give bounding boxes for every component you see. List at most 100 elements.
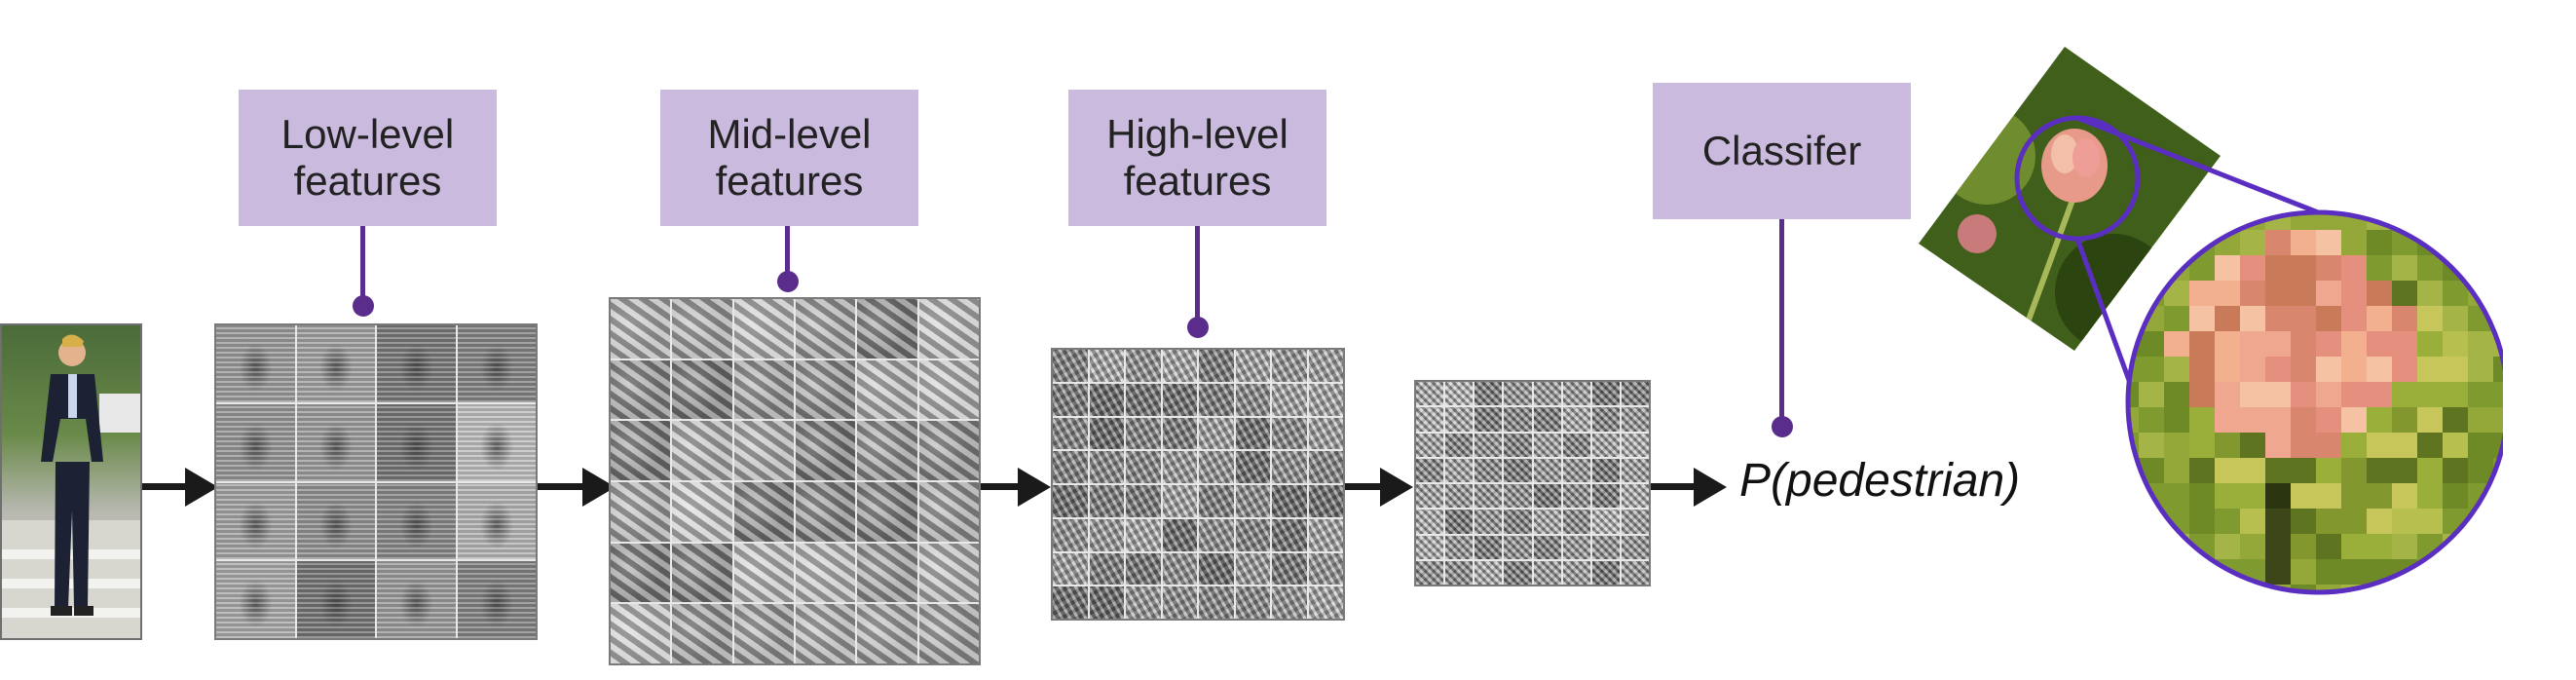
zoom-pixel — [2443, 433, 2468, 458]
zoom-pixel — [2291, 382, 2316, 407]
zoom-pixel — [2316, 585, 2341, 592]
zoom-pixel — [2316, 331, 2341, 357]
feature-cell — [918, 299, 979, 359]
zoom-pixel — [2265, 281, 2291, 306]
feature-cell — [1053, 350, 1088, 382]
zoom-pixel — [2341, 281, 2367, 306]
feature-cell — [1308, 485, 1343, 517]
zoom-pixel — [2265, 255, 2291, 281]
zoom-pixel — [2468, 331, 2493, 357]
zoom-pixel — [2164, 306, 2189, 331]
zoom-pixel — [2128, 407, 2139, 433]
zoom-pixel — [2443, 559, 2468, 585]
feature-cell — [1416, 407, 1444, 432]
feature-cell — [1126, 518, 1161, 551]
zoom-pixel — [2341, 433, 2367, 458]
feature-cell — [1591, 382, 1620, 406]
feature-cell — [857, 604, 917, 663]
zoom-pixel — [2316, 306, 2341, 331]
feature-cell — [1591, 407, 1620, 432]
feature-cell — [1199, 518, 1234, 551]
feature-cell — [1416, 535, 1444, 559]
feature-cell — [1235, 518, 1270, 551]
zoom-pixel — [2240, 509, 2265, 534]
feature-cell — [1308, 586, 1343, 619]
zoom-pixel — [2139, 534, 2164, 559]
zoom-pixel — [2189, 382, 2215, 407]
feature-cell — [1475, 458, 1503, 482]
zoom-pixel — [2468, 407, 2493, 433]
zoom-pixel — [2392, 382, 2417, 407]
arrow-3-head — [1018, 468, 1051, 507]
feature-cell — [1621, 382, 1649, 406]
zoom-pixel — [2341, 534, 2367, 559]
feature-cell — [1199, 417, 1234, 450]
zoom-pixel — [2392, 212, 2417, 230]
feature-cell — [918, 421, 979, 480]
feature-cell — [1533, 433, 1561, 457]
feature-cell — [1235, 552, 1270, 586]
feature-cell — [1504, 433, 1532, 457]
zoom-pixel — [2417, 212, 2443, 230]
feature-cell — [733, 359, 794, 420]
feature-cell — [1162, 552, 1197, 586]
feature-cell — [611, 604, 671, 663]
feature-cell — [857, 482, 917, 542]
zoom-pixel — [2139, 382, 2164, 407]
zoom-pixel — [2341, 331, 2367, 357]
feature-cell — [1416, 560, 1444, 585]
zoom-pixel — [2128, 483, 2139, 509]
zoom-pixel — [2164, 382, 2189, 407]
zoom-pixel — [2417, 331, 2443, 357]
zoom-pixel — [2443, 483, 2468, 509]
zoom-pixel — [2139, 357, 2164, 382]
top-level-feature-grid — [1414, 380, 1651, 586]
feature-cell — [1475, 407, 1503, 432]
feature-cell — [733, 299, 794, 359]
feature-cell — [1562, 560, 1590, 585]
zoom-pixel — [2265, 433, 2291, 458]
feature-cell — [1445, 560, 1474, 585]
feature-cell — [733, 543, 794, 603]
feature-cell — [457, 561, 536, 638]
feature-cell — [1126, 383, 1161, 416]
feature-cell — [857, 543, 917, 603]
zoom-pixel — [2468, 255, 2493, 281]
zoom-pixel — [2215, 509, 2240, 534]
feature-cell — [1235, 451, 1270, 483]
feature-cell — [1089, 485, 1124, 517]
feature-cell — [918, 482, 979, 542]
zoom-pixel — [2215, 534, 2240, 559]
zoom-pixel — [2468, 382, 2493, 407]
feature-cell — [1621, 433, 1649, 457]
zoom-pixel — [2189, 483, 2215, 509]
zoom-pixel — [2265, 534, 2291, 559]
feature-cell — [1053, 417, 1088, 450]
zoom-pixel — [2493, 559, 2503, 585]
zoom-pixel — [2164, 433, 2189, 458]
zoom-pixel — [2189, 559, 2215, 585]
zoom-pixel — [2164, 483, 2189, 509]
feature-cell — [1621, 458, 1649, 482]
zoom-pixel — [2417, 255, 2443, 281]
zoom-pixel — [2367, 509, 2392, 534]
feature-cell — [1089, 586, 1124, 619]
zoom-pixel — [2189, 509, 2215, 534]
feature-cell — [1162, 383, 1197, 416]
zoom-pixel — [2417, 458, 2443, 483]
feature-cell — [1533, 510, 1561, 534]
feature-cell — [672, 421, 732, 480]
zoom-pixel — [2291, 357, 2316, 382]
zoom-pixel — [2392, 407, 2417, 433]
feature-cell — [1126, 417, 1161, 450]
zoom-pixel — [2392, 281, 2417, 306]
feature-cell — [1089, 552, 1124, 586]
zoom-pixel — [2240, 483, 2265, 509]
feature-cell — [1475, 484, 1503, 509]
feature-cell — [672, 482, 732, 542]
zoom-pixel — [2215, 483, 2240, 509]
zoom-pixel — [2443, 458, 2468, 483]
feature-cell — [1562, 510, 1590, 534]
zoom-pixel — [2316, 458, 2341, 483]
zoom-pixel — [2215, 255, 2240, 281]
